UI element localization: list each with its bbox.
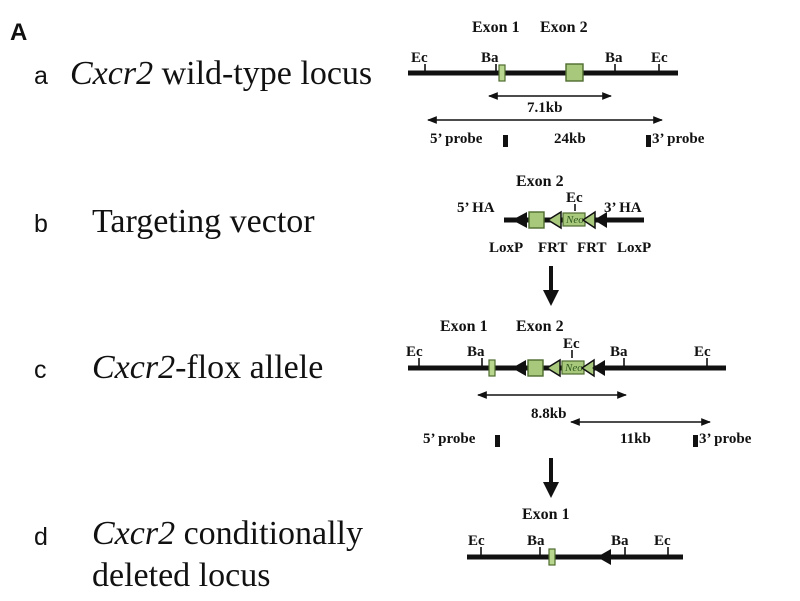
b-ec-label: Ec: [566, 190, 583, 206]
c-3-probe-label: 3’ probe: [699, 431, 752, 447]
c-ba-left-label: Ba: [467, 344, 485, 360]
b-exon2-label: Exon 2: [516, 173, 564, 190]
c-ba-fragment-label: 8.8kb: [531, 406, 566, 422]
c-ec-left-label: Ec: [406, 344, 423, 360]
d-exon1-box: [548, 548, 556, 566]
row-d-letter: d: [34, 523, 48, 551]
a-ec-right-label: Ec: [651, 50, 668, 66]
b-frt-right-label: FRT: [577, 240, 606, 256]
wildtype-locus-map: Exon 1 Exon 2 Ec Ba Ba Ec 7.1kb 5’ probe…: [408, 19, 705, 147]
d-ec-left-label: Ec: [468, 533, 485, 549]
b-loxp-left-label: LoxP: [489, 240, 523, 256]
a-5-probe-mark: [503, 135, 508, 147]
row-d-title: Cxcr2 conditionally: [92, 515, 363, 552]
row-b-title: Targeting vector: [92, 203, 315, 240]
c-ec-mid-label: Ec: [563, 336, 580, 352]
c-ba-right-label: Ba: [610, 344, 628, 360]
c-exon1-box: [488, 359, 496, 377]
a-ba-left-label: Ba: [481, 50, 499, 66]
c-frt-left: [545, 358, 561, 378]
row-c-letter: c: [34, 356, 47, 384]
c-5-probe-mark: [495, 435, 500, 447]
b-frt-left-label: FRT: [538, 240, 567, 256]
d-ec-right-label: Ec: [654, 533, 671, 549]
b-loxp-left: [512, 212, 527, 228]
a-3-probe-mark: [646, 135, 651, 147]
c-loxp-right: [592, 360, 605, 376]
a-exon2-box: [565, 63, 584, 82]
targeting-vector-map: Exon 2 Ec 5’ HA 3’ HA Neo LoxP FRT FRT L…: [457, 173, 651, 256]
c-loxp-left: [512, 360, 526, 376]
c-ec-right-label: Ec: [694, 344, 711, 360]
a-ec-fragment-label: 24kb: [554, 131, 586, 147]
row-a-title: Cxcr2 wild-type locus: [70, 55, 372, 92]
row-a-letter: a: [34, 62, 48, 90]
a-5-probe-label: 5’ probe: [430, 131, 483, 147]
c-exon2-box: [527, 359, 544, 377]
b-exon2-box: [528, 211, 545, 229]
b-3-ha-label: 3’ HA: [604, 200, 642, 216]
flox-allele-map: Exon 1 Exon 2 Ec Ba Ec Ba Ec Neo 8.8kb 5…: [406, 318, 752, 447]
d-ba-right-label: Ba: [611, 533, 629, 549]
a-exon1-box: [498, 64, 506, 82]
b-neo-label: Neo: [565, 214, 584, 226]
row-d-title-line2: deleted locus: [92, 557, 270, 594]
c-5-probe-label: 5’ probe: [423, 431, 476, 447]
c-neo-label: Neo: [564, 362, 583, 374]
a-ec-left-label: Ec: [411, 50, 428, 66]
c-3-probe-mark: [693, 435, 698, 447]
c-ec-fragment-label: 11kb: [620, 431, 651, 447]
a-ba-right-label: Ba: [605, 50, 623, 66]
panel-label: A: [10, 19, 27, 46]
b-loxp-right: [594, 212, 607, 228]
b-loxp-right-label: LoxP: [617, 240, 651, 256]
c-exon1-label: Exon 1: [440, 318, 488, 335]
c-exon2-label: Exon 2: [516, 318, 564, 335]
d-ba-left-label: Ba: [527, 533, 545, 549]
b-frt-left: [546, 210, 562, 230]
d-loxp: [597, 549, 611, 565]
a-exon1-label: Exon 1: [472, 19, 520, 36]
d-exon1-label: Exon 1: [522, 506, 570, 523]
row-b-letter: b: [34, 210, 48, 238]
a-exon2-label: Exon 2: [540, 19, 588, 36]
a-3-probe-label: 3’ probe: [652, 131, 705, 147]
a-ba-fragment-label: 7.1kb: [527, 100, 562, 116]
b-5-ha-label: 5’ HA: [457, 200, 495, 216]
row-c-title: Cxcr2-flox allele: [92, 349, 323, 386]
deleted-locus-map: Exon 1 Ec Ba Ba Ec: [467, 506, 683, 566]
